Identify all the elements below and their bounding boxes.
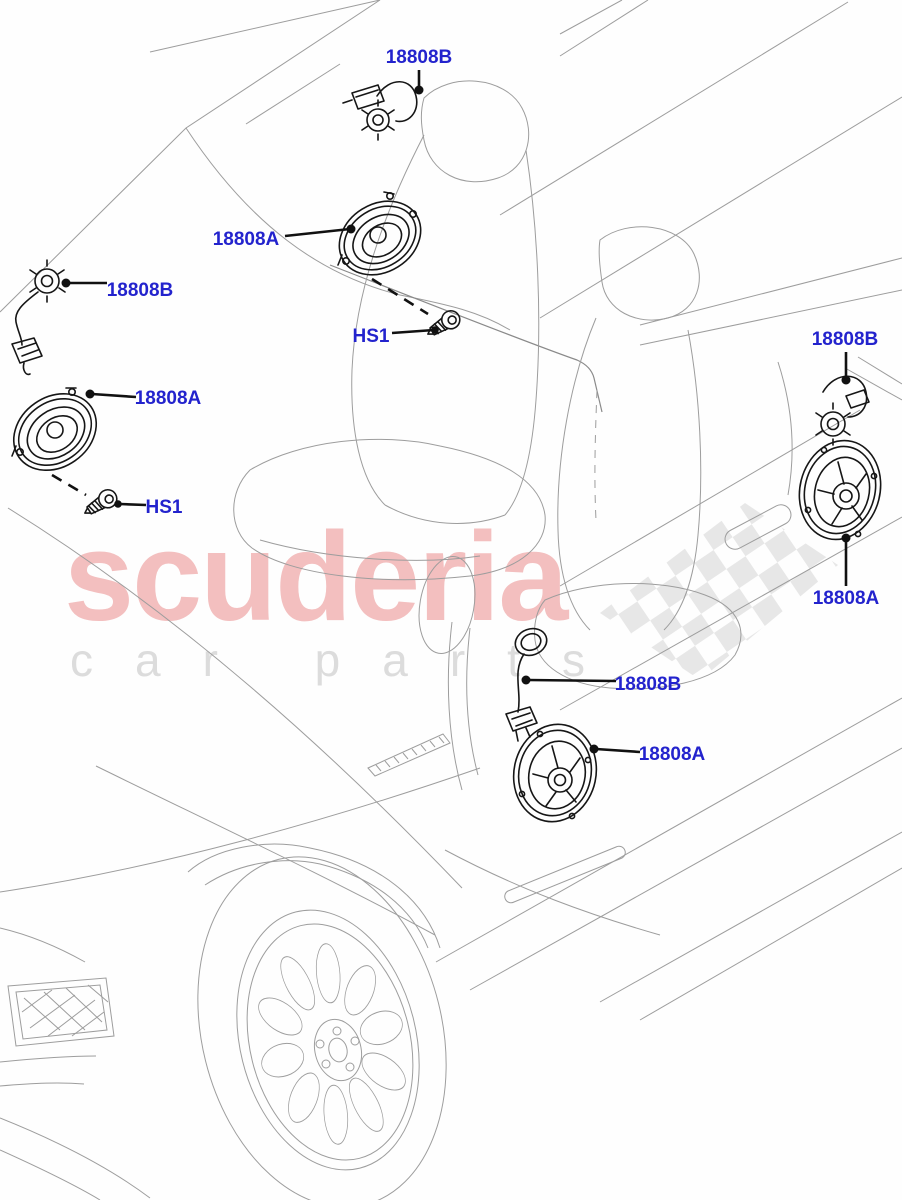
part-label-18808A-right[interactable]: 18808A — [813, 588, 880, 609]
leader-lines — [51, 70, 851, 754]
part-label-18808B-top[interactable]: 18808B — [386, 47, 453, 68]
screw-drawing-left — [84, 488, 118, 515]
part-label-18808A-mid[interactable]: 18808A — [639, 744, 706, 765]
watermark-subtitle: car parts — [70, 634, 627, 686]
watermark-title: scuderia — [64, 506, 569, 647]
front-door-speaker-drawing-top — [337, 191, 422, 276]
rear-door-speaker-drawing-right — [798, 439, 882, 541]
part-label-18808B-right[interactable]: 18808B — [812, 329, 879, 350]
checkered-flag-watermark — [600, 503, 838, 680]
front-door-wiring-drawing-mid — [505, 627, 548, 742]
part-label-HS1-top[interactable]: HS1 — [353, 326, 390, 347]
front-door-speaker-drawing-left — [11, 387, 98, 471]
part-label-HS1-left[interactable]: HS1 — [146, 497, 183, 518]
rear-door-wiring-drawing-right — [815, 375, 870, 446]
front-door-wiring-drawing-left — [11, 259, 66, 376]
part-label-18808A-left[interactable]: 18808A — [135, 388, 202, 409]
part-label-18808B-left[interactable]: 18808B — [107, 280, 174, 301]
part-labels: 18808B 18808A HS1 18808B 18808A HS1 1880… — [107, 47, 880, 765]
front-door-wiring-drawing-top — [342, 81, 418, 141]
part-label-18808A-top[interactable]: 18808A — [213, 229, 280, 250]
part-label-18808B-mid[interactable]: 18808B — [615, 674, 682, 695]
front-door-speaker-drawing-mid — [512, 723, 598, 823]
